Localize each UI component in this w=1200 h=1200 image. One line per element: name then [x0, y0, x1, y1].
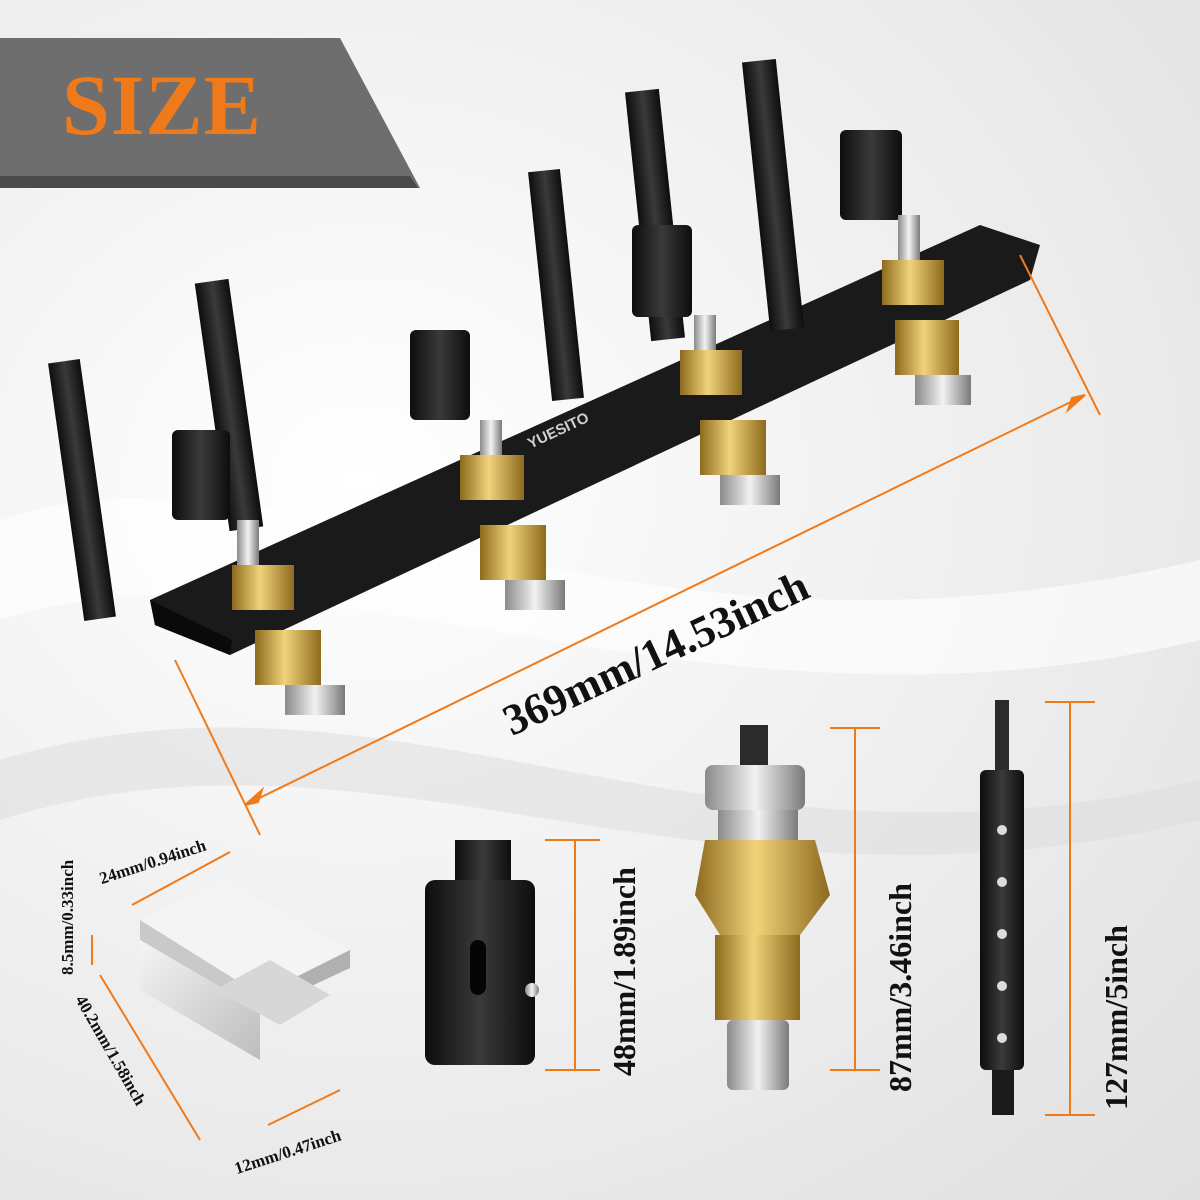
size-banner: [0, 38, 420, 188]
block-dimension-lines: [91, 851, 341, 1141]
bar-length-dimension: [174, 254, 1101, 836]
bar-valves: [172, 130, 971, 715]
valve-part: [695, 725, 830, 1090]
adapter-part: [425, 840, 539, 1065]
rod-dimension-line: [1045, 701, 1095, 1116]
rod-part: [980, 700, 1024, 1115]
tool-bar: [150, 225, 1040, 655]
block-thickness-label: 8.5mm/0.33inch: [58, 859, 77, 975]
banner-title: SIZE: [62, 57, 263, 153]
adapter-height-label: 48mm/1.89inch: [606, 867, 642, 1076]
adapter-dimension-line: [545, 839, 600, 1071]
valve-dimension-line: [830, 727, 880, 1071]
rod-height-label: 127mm/5inch: [1098, 925, 1134, 1110]
aluminum-block: [140, 880, 350, 1060]
valve-height-label: 87mm/3.46inch: [882, 883, 918, 1092]
bar-rods: [48, 58, 805, 621]
